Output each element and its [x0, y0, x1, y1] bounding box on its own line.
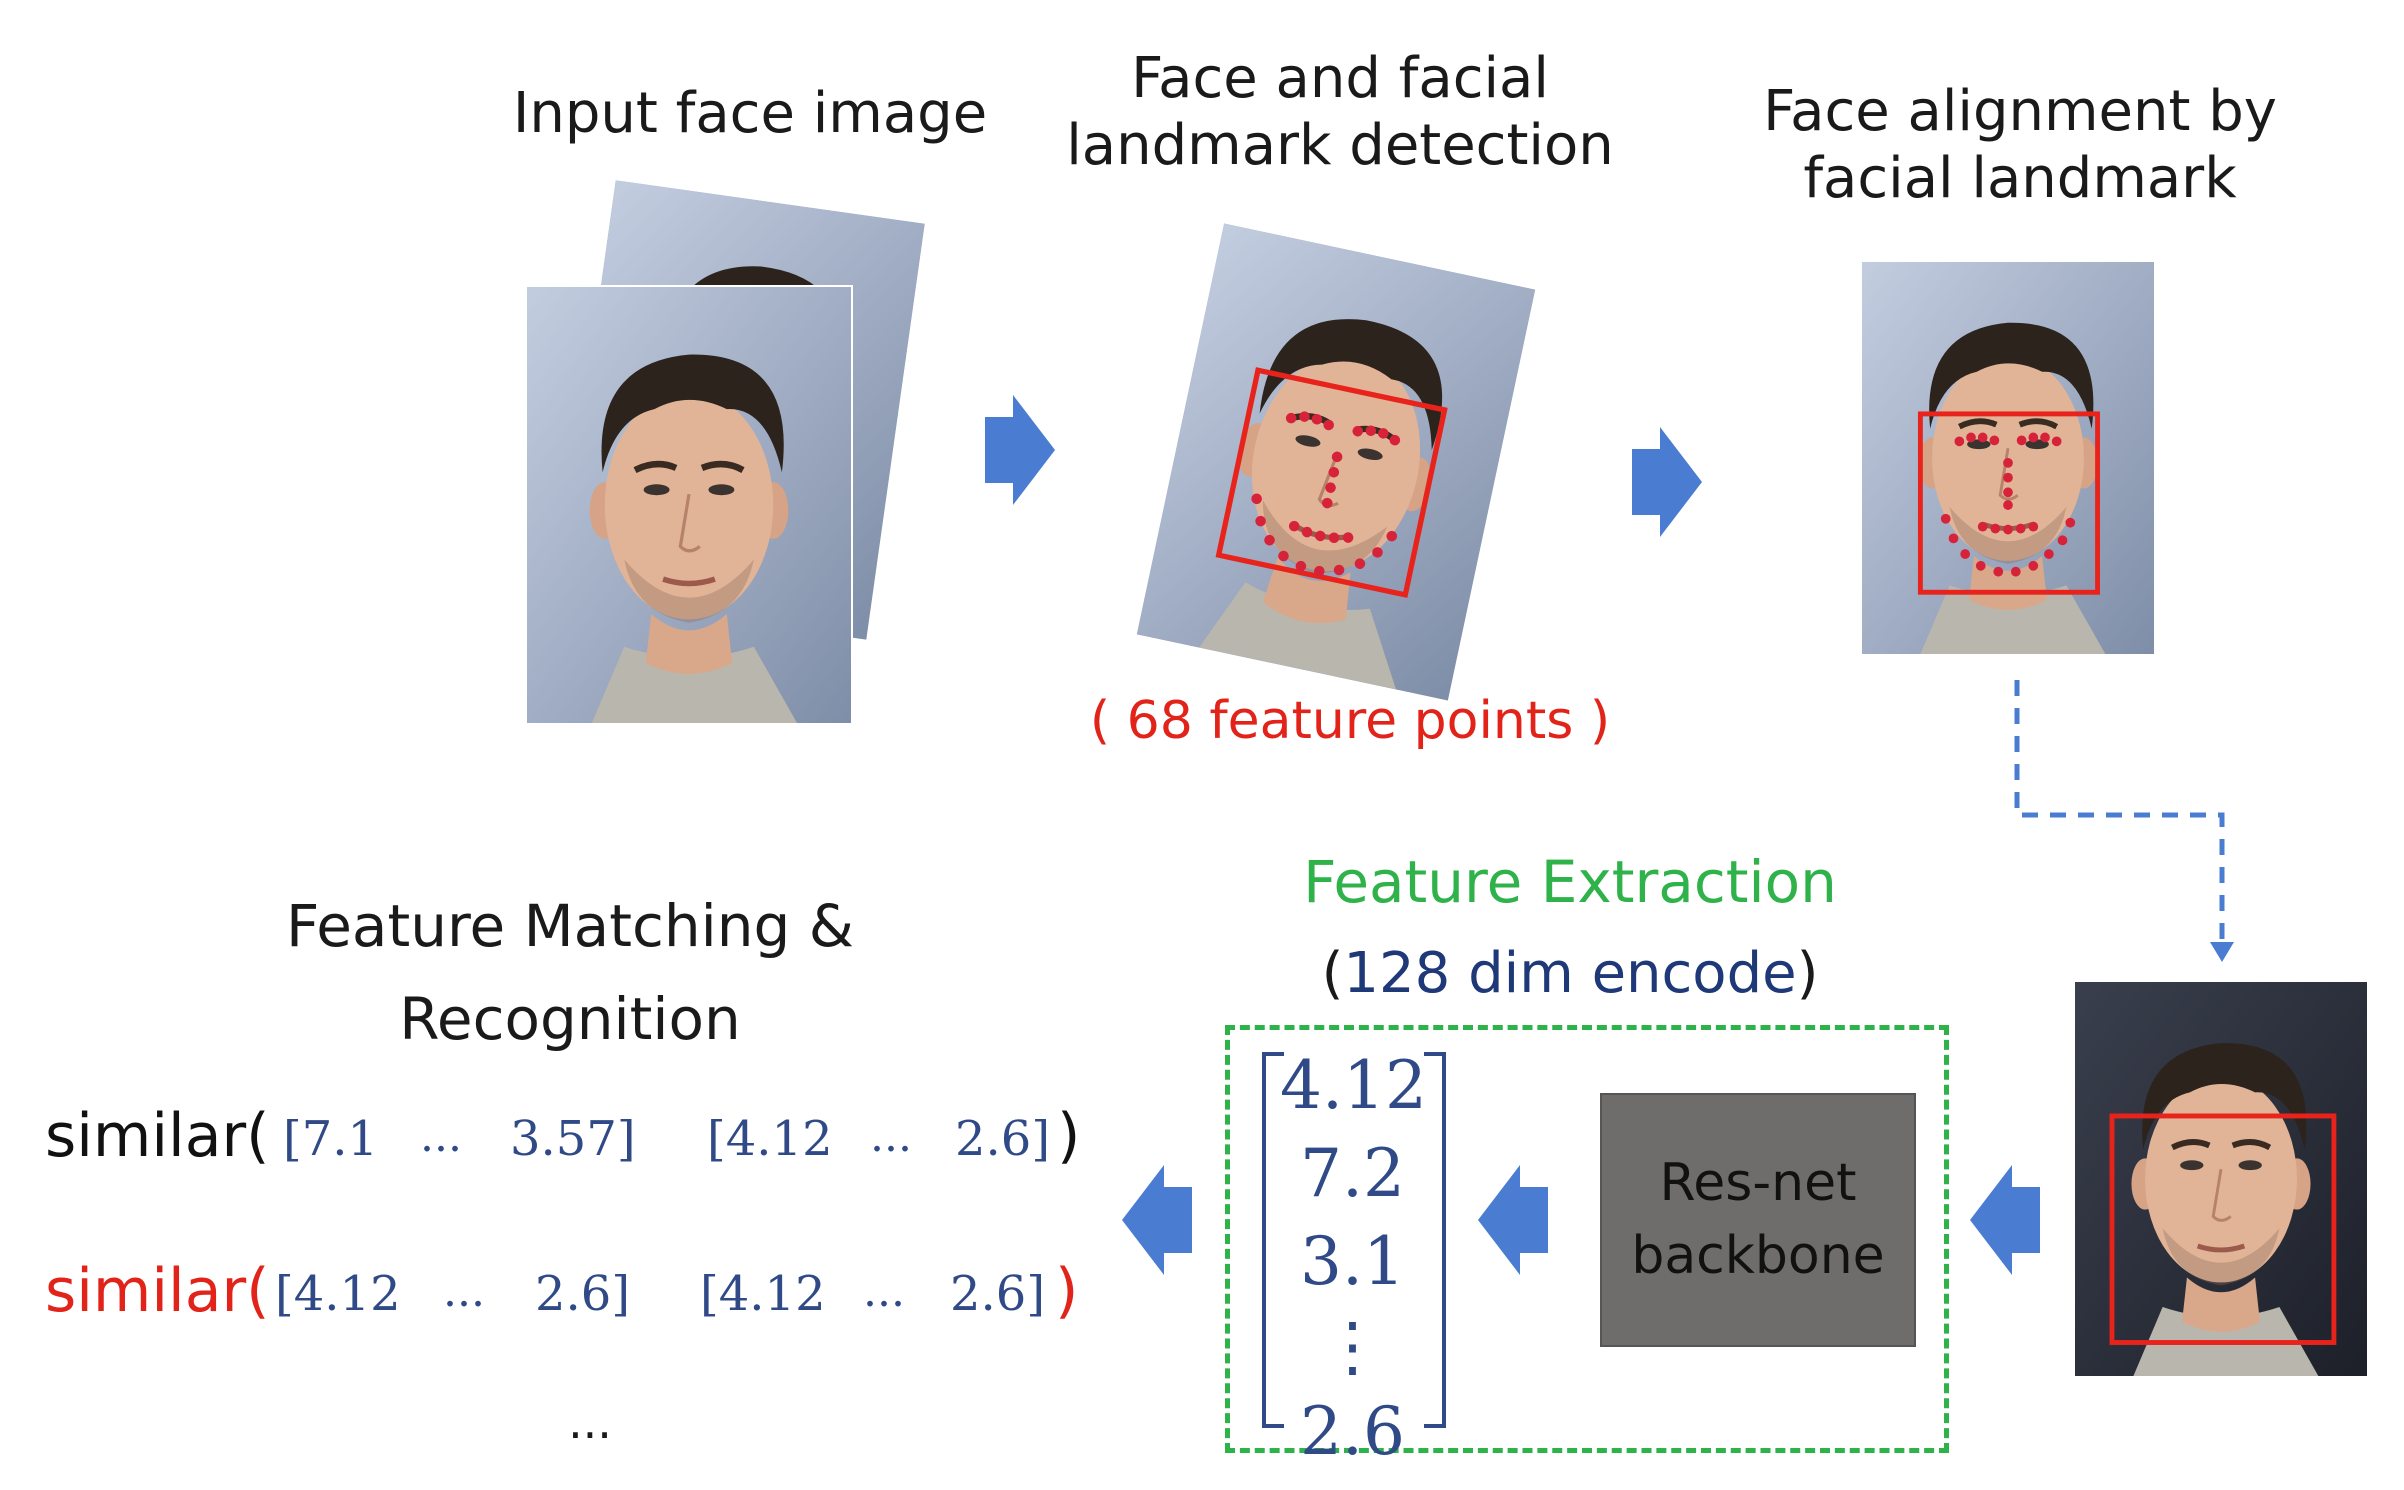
vector-a-dots: ... — [443, 1266, 485, 1317]
vector-b-last: 2.6] — [950, 1266, 1046, 1322]
backbone-line1: Res-net — [1659, 1153, 1857, 1214]
vector-ellipsis: ⋮ — [1319, 1308, 1386, 1385]
similar-close-paren: ) — [1057, 1101, 1081, 1171]
vector-value: 4.12 — [1280, 1047, 1427, 1124]
arrow-left-icon — [1478, 1165, 1548, 1275]
vector-value: 7.2 — [1300, 1135, 1405, 1212]
similarity-row: similar( [7.1 ... 3.57] [4.12 ... 2.6] ) — [45, 1093, 1105, 1183]
detect-title-line2: landmark detection — [1066, 113, 1614, 179]
input-photo-front — [527, 287, 851, 723]
similarity-row: similar( [4.12 ... 2.6] [4.12 ... 2.6] ) — [45, 1248, 1105, 1338]
arrow-right-icon — [1632, 427, 1702, 537]
detect-title-line1: Face and facial — [1131, 46, 1549, 111]
align-step-title: Face alignment by facial landmark — [1700, 78, 2340, 212]
subtitle-open-paren: ( — [1321, 941, 1344, 1006]
vector-a-last: 3.57] — [510, 1111, 636, 1167]
detect-photo — [1136, 223, 1536, 701]
backbone-line2: backbone — [1631, 1226, 1885, 1286]
extract-step-title: Feature Extraction — [1303, 848, 1837, 916]
vector-value: 3.1 — [1300, 1223, 1405, 1300]
vector-b-dots: ... — [870, 1111, 912, 1162]
extract-step-subtitle: (128 dim encode) — [1220, 940, 1920, 1007]
vector-b-dots: ... — [863, 1266, 905, 1317]
vector-b-last: 2.6] — [955, 1111, 1051, 1167]
vector-a-dots: ... — [420, 1111, 462, 1162]
subtitle-close-paren: ) — [1796, 941, 1819, 1006]
vector-b-first: [4.12 — [700, 1266, 826, 1322]
arrow-left-icon — [1970, 1165, 2040, 1275]
vector-b-first: [4.12 — [707, 1111, 833, 1167]
aligned-photo — [1862, 262, 2154, 654]
input-step-title: Input face image — [512, 81, 988, 146]
match-step-title: Feature Matching & Recognition — [230, 880, 910, 1066]
vector-a-first: [4.12 — [275, 1266, 401, 1322]
cropped-face-photo — [2075, 982, 2367, 1376]
resnet-backbone-block: Res-net backbone — [1600, 1093, 1916, 1347]
vector-left-bracket — [1262, 1052, 1284, 1428]
vector-a-last: 2.6] — [535, 1266, 631, 1322]
vector-a-first: [7.1 — [283, 1111, 379, 1167]
align-title-line2: facial landmark — [1803, 146, 2237, 212]
similar-function-label: similar( — [45, 1256, 270, 1326]
detect-step-title: Face and facial landmark detection — [1010, 45, 1670, 179]
feature-extraction-box — [1225, 1025, 1949, 1453]
landmark-count-caption: ( 68 feature points ) — [1089, 691, 1611, 751]
similar-close-paren: ) — [1055, 1256, 1079, 1326]
align-title-line1: Face alignment by — [1763, 79, 2277, 144]
vector-value: 2.6 — [1300, 1393, 1405, 1470]
more-rows-ellipsis: ... — [568, 1395, 612, 1449]
vector-right-bracket — [1424, 1052, 1446, 1428]
arrow-right-icon — [985, 395, 1055, 505]
encode-dimension-text: 128 dim encode — [1343, 941, 1797, 1006]
similar-function-label: similar( — [45, 1101, 270, 1171]
match-title-line1: Feature Matching & — [286, 892, 854, 960]
match-title-line2: Recognition — [399, 984, 741, 1053]
arrow-left-icon — [1122, 1165, 1192, 1275]
dashed-connector-arrow — [2014, 680, 2234, 962]
feature-vector: 4.12 7.2 3.1 ⋮ 2.6 — [1280, 1042, 1427, 1476]
